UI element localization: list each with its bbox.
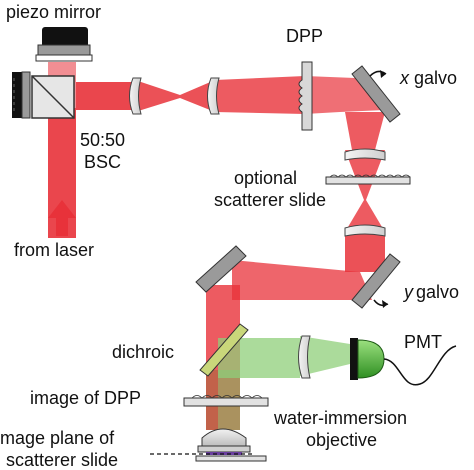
- lens-2: [207, 77, 220, 115]
- label-image-dpp: image of DPP: [30, 388, 141, 408]
- label-optional-scatterer: scatterer slide: [214, 190, 326, 210]
- label-x-axis: x: [399, 68, 410, 88]
- laser-beam: [48, 62, 385, 430]
- objective: [197, 428, 251, 455]
- dpp-image-plate: [183, 395, 269, 407]
- label-optional: optional: [234, 168, 297, 188]
- label-piezo-mirror: piezo mirror: [6, 2, 101, 22]
- label-y-axis: y: [402, 282, 414, 302]
- label-bsc-ratio: 50:50: [80, 130, 125, 150]
- label-x-galvo: galvo: [414, 68, 457, 88]
- piezo-mirror: [35, 27, 93, 62]
- scatterer-slide-image-plane: [150, 453, 267, 462]
- beam-splitter-cube: [31, 75, 75, 119]
- lens-5: [298, 335, 311, 379]
- fold-mirror: [195, 245, 247, 293]
- pmt-cable: [383, 345, 457, 386]
- pmt-detector: [350, 338, 457, 386]
- dpp-plate: [298, 61, 313, 131]
- label-image-plane: mage plane of: [0, 428, 115, 448]
- label-bsc: BSC: [84, 152, 121, 172]
- label-water-immersion: water-immersion: [273, 408, 407, 428]
- lens-1: [129, 77, 142, 115]
- label-pmt: PMT: [404, 332, 442, 352]
- dichroic-mirror: [199, 323, 249, 377]
- label-objective: objective: [306, 430, 377, 450]
- optional-scatterer-slide: [325, 174, 411, 185]
- label-dichroic: dichroic: [112, 342, 174, 362]
- rotation-arrow-head-icon: [382, 300, 388, 308]
- beam-dump: [12, 71, 31, 119]
- x-galvo-mirror: [351, 65, 401, 123]
- label-from-laser: from laser: [14, 240, 94, 260]
- label-scatterer-slide: scatterer slide: [6, 450, 118, 470]
- label-y-galvo: galvo: [416, 282, 459, 302]
- lens-3: [344, 148, 386, 161]
- y-galvo-mirror: [351, 253, 401, 309]
- arrow-up-icon: [48, 200, 76, 236]
- lens-4: [344, 224, 386, 237]
- rotation-arrow-head-icon: [380, 70, 386, 78]
- label-dpp: DPP: [286, 26, 323, 46]
